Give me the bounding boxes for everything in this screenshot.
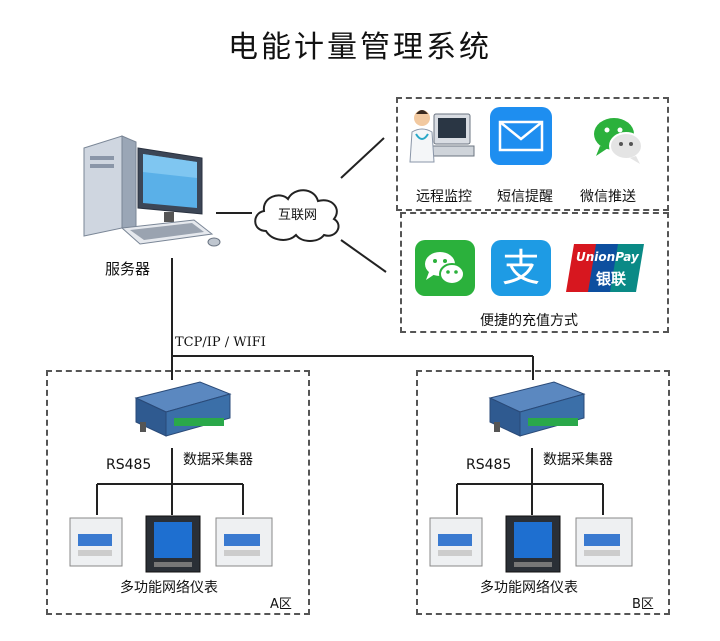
service-label-sms-alert: 短信提醒	[497, 189, 553, 205]
unionpay-text: UnionPay	[576, 250, 639, 264]
data-collector-icon	[488, 381, 586, 437]
services-box	[396, 97, 669, 211]
din-meter-icon	[215, 517, 273, 567]
payment-box	[400, 212, 669, 333]
zone-a-box	[46, 370, 310, 615]
unionpay-icon: UnionPay 银联	[566, 240, 646, 296]
server-computer-icon	[83, 135, 221, 247]
zone-a-label: A区	[270, 597, 292, 612]
internet-cloud-icon	[254, 189, 340, 242]
data-collector-icon	[134, 381, 232, 437]
wechat-pay-icon	[415, 240, 475, 296]
din-meter-icon	[69, 517, 123, 567]
service-label-remote-monitoring: 远程监控	[416, 189, 472, 205]
zone-b-box	[416, 370, 670, 615]
din-meter-icon	[429, 517, 483, 567]
internet-label: 互联网	[278, 208, 318, 223]
zone-a-bus-label: RS485	[106, 457, 152, 473]
din-meter-icon	[575, 517, 633, 567]
zone-b-meters-label: 多功能网络仪表	[480, 580, 578, 596]
mail-icon	[490, 107, 552, 165]
server-label: 服务器	[105, 260, 151, 278]
wechat-icon	[594, 118, 643, 164]
zone-b-collector-label: 数据采集器	[543, 452, 613, 468]
diagram-title: 电能计量管理系统	[228, 30, 492, 65]
service-label-wechat-push: 微信推送	[580, 189, 636, 205]
unionpay-cn-text: 银联	[596, 270, 627, 288]
panel-meter-icon	[505, 515, 561, 573]
panel-meter-icon	[145, 515, 201, 573]
zone-a-meters-label: 多功能网络仪表	[120, 580, 218, 596]
zone-b-bus-label: RS485	[466, 457, 512, 473]
zone-b-label: B区	[632, 597, 654, 612]
payment-label: 便捷的充值方式	[480, 313, 578, 329]
alipay-icon: 支	[491, 240, 551, 296]
network-label: TCP/IP / WIFI	[175, 335, 266, 350]
remote-monitoring-icon	[409, 110, 475, 163]
zone-a-collector-label: 数据采集器	[183, 452, 253, 468]
